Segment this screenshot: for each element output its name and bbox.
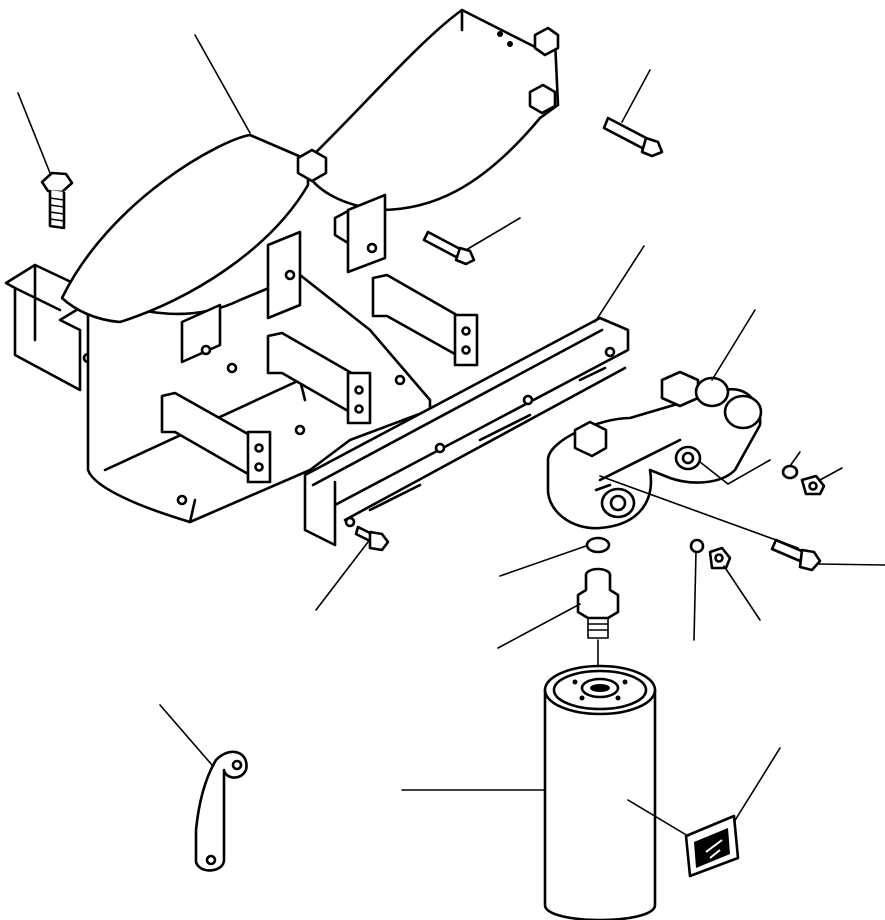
plug-with-gasket — [689, 538, 732, 570]
leader-mounting-rail — [594, 245, 645, 323]
leader-filter-head — [711, 309, 756, 381]
leader-caution-label — [733, 747, 781, 823]
hex-bolt-right — [770, 538, 822, 572]
mounting-rail — [303, 316, 630, 547]
leader-flange-bolt — [315, 541, 369, 611]
hex-bolt-top-right — [602, 116, 664, 158]
callout-leaders — [17, 34, 885, 837]
leader-label-pointer — [627, 799, 689, 837]
clip — [194, 750, 248, 872]
leader-nipple-rod — [599, 475, 799, 549]
leader-nipple — [497, 603, 581, 649]
leader-hex-bolt-right — [817, 563, 885, 566]
plug — [800, 474, 826, 496]
leader-small-oring — [789, 451, 801, 467]
leader-oring — [499, 545, 587, 577]
leader-hex-bolt-top-right — [621, 69, 651, 123]
leader-hex-bolt-mid — [465, 217, 521, 251]
oring — [585, 536, 611, 554]
leader-plug-with-gasket — [723, 565, 761, 621]
flange-bolt — [354, 525, 390, 552]
leader-clip — [159, 704, 213, 766]
leader-small-oring-return — [699, 459, 771, 485]
small-oring — [781, 464, 799, 480]
leader-gasket — [693, 551, 697, 641]
leader-plug — [819, 467, 843, 481]
leader-bracket — [194, 34, 251, 134]
bracket-frame — [4, 8, 560, 524]
hex-bolt-large — [40, 171, 74, 230]
caution-label — [684, 814, 740, 878]
nipple — [576, 567, 620, 673]
hex-bolt-mid — [422, 230, 476, 266]
leader-hex-bolt-large — [17, 92, 51, 174]
filter-cartridge — [543, 664, 657, 920]
filter-head — [546, 370, 763, 530]
